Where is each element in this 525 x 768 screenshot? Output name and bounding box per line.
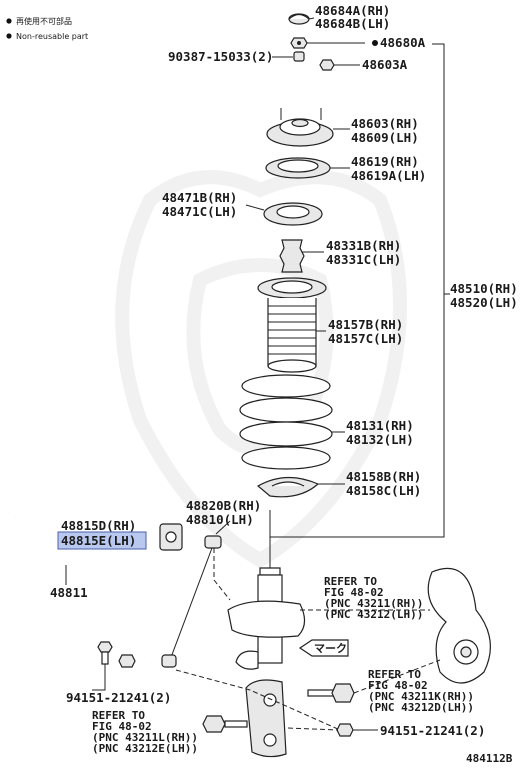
part-48603a-nut	[319, 59, 335, 71]
nonreusable-bullet-icon	[6, 18, 12, 24]
label-refer1-line1: REFER TO	[324, 575, 377, 588]
nonreusable-bullet-icon	[6, 33, 12, 39]
label-48603: 48603(RH)	[351, 116, 419, 131]
label-refer1-line4: (PNC 43212(LH))	[324, 608, 423, 621]
assembly-line	[213, 548, 231, 601]
part-90387-spacer	[293, 51, 305, 62]
figure-id: 484112B	[466, 752, 513, 765]
label-refer2-line1: REFER TO	[368, 668, 421, 681]
label-48680a: 48680A	[380, 35, 426, 50]
label-refer3-line4: (PNC 43212E(LH))	[92, 742, 198, 755]
part-94151-nut	[336, 723, 354, 737]
part-48680a-nut	[290, 37, 308, 49]
part-shock-absorber	[227, 510, 306, 758]
label-48157c: 48157C(LH)	[328, 331, 403, 346]
part-48157-dust-boot	[257, 277, 327, 373]
label-48520: 48520(LH)	[450, 295, 518, 310]
label-48471b: 48471B(RH)	[162, 190, 237, 205]
label-48158c: 48158C(LH)	[346, 483, 421, 498]
label-48603a: 48603A	[362, 57, 408, 72]
label-48331b: 48331B(RH)	[326, 238, 401, 253]
label-48684b: 48684B(LH)	[315, 16, 390, 31]
legend-nonreusable-en: Non-reusable part	[16, 32, 88, 41]
part-48131-coil-spring	[239, 374, 333, 470]
label-48158b: 48158B(RH)	[346, 469, 421, 484]
assembly-line	[175, 669, 341, 731]
label-48471c: 48471C(LH)	[162, 204, 237, 219]
part-48619-bearing	[265, 157, 331, 179]
label-48157b: 48157B(RH)	[328, 317, 403, 332]
part-48471-insulator	[263, 202, 323, 226]
label-refer3-line1: REFER TO	[92, 709, 145, 722]
part-48820-stabilizer-link	[161, 535, 222, 668]
part-lower-bolt	[202, 715, 248, 733]
part-48158-lower-insulator	[256, 476, 320, 498]
label-48619a: 48619A(LH)	[351, 168, 426, 183]
part-48331-bump-stopper	[279, 239, 305, 273]
leader	[215, 520, 231, 535]
label-refer1-line3: (PNC 43211(RH))	[324, 597, 423, 610]
label-48510: 48510(RH)	[450, 281, 518, 296]
label-90387: 90387-15033(2)	[168, 49, 273, 64]
label-48609: 48609(LH)	[351, 130, 419, 145]
label-48811: 48811	[50, 585, 88, 600]
label-48684a: 48684A(RH)	[315, 3, 390, 18]
assembly-line	[353, 659, 441, 694]
label-48815d: 48815D(RH)	[61, 518, 136, 533]
label-refer3-line2: FIG 48-02	[92, 720, 152, 733]
label-48331c: 48331C(LH)	[326, 252, 401, 267]
label-94151-b: 94151-21241(2)	[380, 723, 485, 738]
part-48684-cap	[288, 13, 310, 25]
label-48132: 48132(LH)	[346, 432, 414, 447]
label-94151-a: 94151-21241(2)	[66, 690, 171, 705]
label-refer3-line3: (PNC 43211L(RH))	[92, 731, 198, 744]
part-steering-knuckle	[427, 567, 491, 684]
legend: 再使用不可部品 Non-reusable part	[6, 16, 88, 41]
nonreusable-bullet-icon	[372, 40, 378, 46]
part-link-nut	[118, 654, 136, 668]
part-knuckle-bolt	[307, 683, 355, 703]
legend-nonreusable-jp: 再使用不可部品	[16, 16, 72, 26]
label-48820b: 48820B(RH)	[186, 498, 261, 513]
label-refer2-line4: (PNC 43212D(LH))	[368, 701, 474, 714]
svg-text:マーク: マーク	[314, 642, 347, 655]
highlight-48815e	[57, 531, 147, 550]
leader	[308, 17, 315, 20]
mark-label: マーク	[298, 639, 349, 657]
label-48815e: 48815E(LH)	[61, 533, 136, 548]
label-48810: 48810(LH)	[186, 512, 254, 527]
assembly-bracket	[270, 43, 445, 538]
label-48619: 48619(RH)	[351, 154, 419, 169]
part-48603-support	[266, 108, 334, 147]
part-stabilizer-nut	[97, 641, 113, 665]
label-refer1-line2: FIG 48-02	[324, 586, 384, 599]
part-48815-bushing	[159, 523, 183, 551]
label-48131: 48131(RH)	[346, 418, 414, 433]
leader	[92, 664, 106, 691]
assembly-line	[287, 727, 339, 731]
leader	[245, 204, 265, 211]
label-refer2-line3: (PNC 43211K(RH))	[368, 690, 474, 703]
label-refer2-line2: FIG 48-02	[368, 679, 428, 692]
